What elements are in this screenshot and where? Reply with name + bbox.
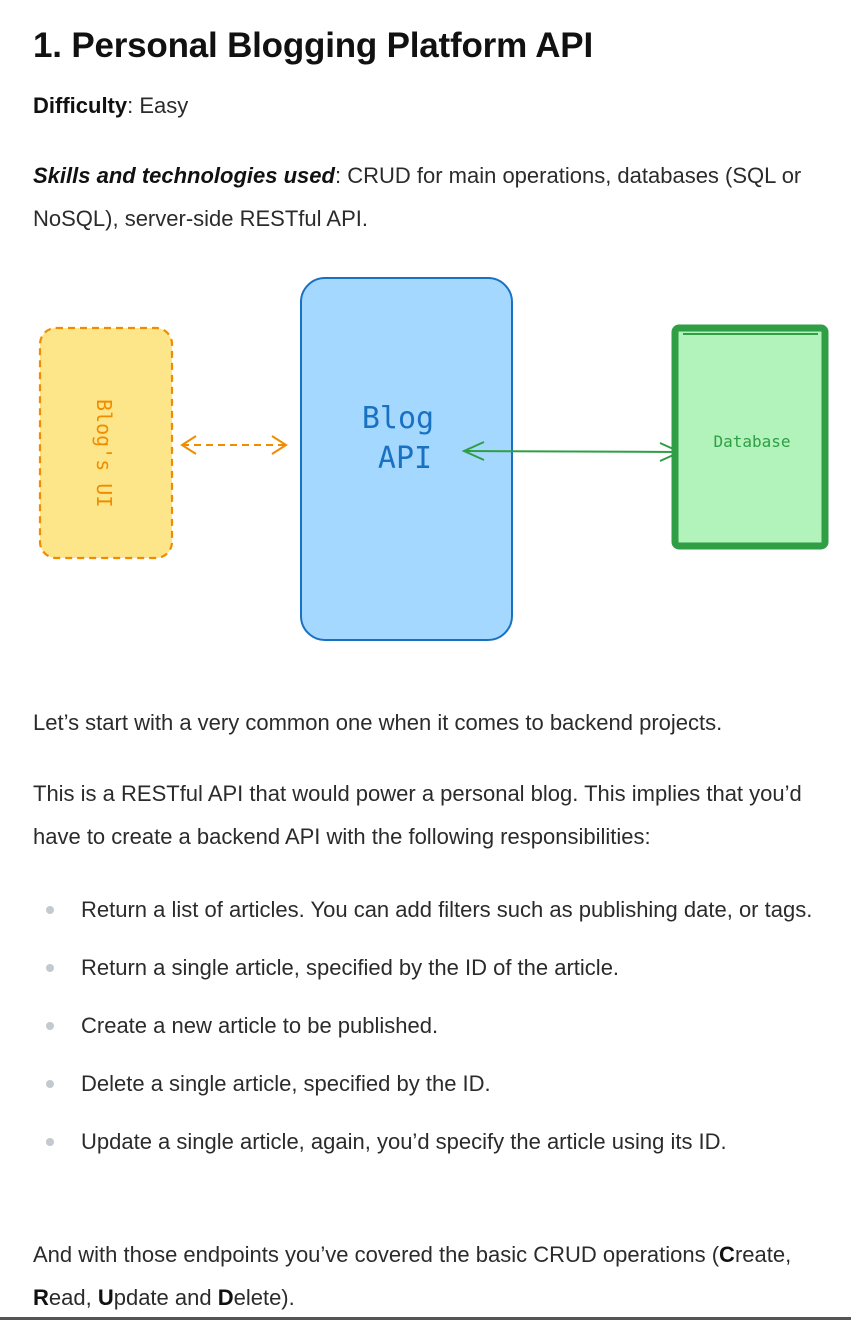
list-item-text: Create a new article to be published. [81,1013,439,1038]
list-item: Create a new article to be published. [33,1004,823,1047]
skills-value: CRUD for main operations, databases (SQL… [33,163,802,231]
blog-ui-label: Blog's UI [92,399,116,507]
skills-line: Skills and technologies used: CRUD for m… [33,163,802,231]
article-title: 1. Personal Blogging Platform API [33,26,593,65]
bottom-divider [0,1317,851,1320]
outro-text: And with those endpoints you’ve covered … [33,1242,720,1267]
list-item-text: Delete a single article, specified by th… [81,1071,491,1096]
list-item: Return a list of articles. You can add f… [33,888,823,931]
bullet-dot [46,1138,54,1146]
intro-paragraph-2: This is a RESTful API that would power a… [33,781,802,849]
crud-d: D [217,1285,234,1310]
crud-u-rest: pdate and [113,1285,218,1310]
crud-u: U [97,1285,114,1310]
difficulty-label: Difficulty [33,93,128,118]
list-item: Delete a single article, specified by th… [33,1062,823,1105]
blog-ui-box [38,326,174,560]
difficulty-value: Easy [139,93,189,118]
outro-paragraph: And with those endpoints you’ve covered … [33,1233,823,1319]
blog-api-label-line1: Blog [362,401,434,436]
database-box [671,324,829,550]
responsibilities-list: Return a list of articles. You can add f… [33,888,823,1178]
intro-paragraph-1: Let’s start with a very common one when … [33,710,723,735]
list-item-text: Return a list of articles. You can add f… [81,897,813,922]
difficulty-line: Difficulty: Easy [33,93,189,118]
bullet-dot [46,1080,54,1088]
bullet-dot [46,906,54,914]
crud-c: C [719,1242,735,1267]
ui-api-arrow [180,435,288,455]
crud-r-rest: ead, [48,1285,98,1310]
architecture-diagram: Blog's UI Blog API Database [38,277,829,641]
bullet-dot [46,964,54,972]
list-item-text: Update a single article, again, you’d sp… [81,1129,727,1154]
skills-label: Skills and technologies used [33,163,335,188]
list-item-text: Return a single article, specified by th… [81,955,620,980]
bullet-dot [46,1022,54,1030]
blog-api-box [300,277,513,641]
crud-r: R [33,1285,49,1310]
crud-c-rest: reate, [734,1242,792,1267]
database-label: Database [713,432,790,451]
list-item: Update a single article, again, you’d sp… [33,1120,823,1163]
crud-d-rest: elete). [233,1285,295,1310]
blog-api-label-line2: API [378,441,432,476]
list-item: Return a single article, specified by th… [33,946,823,989]
